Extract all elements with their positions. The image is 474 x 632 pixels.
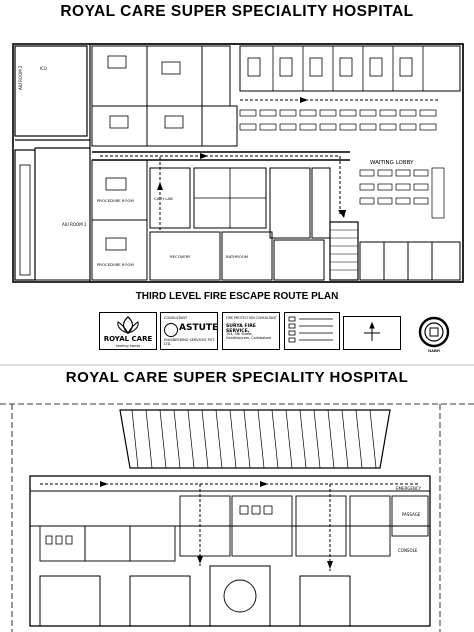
room-r-1 [349, 495, 391, 557]
ward-beds [105, 55, 413, 251]
ramp-inner [19, 164, 31, 276]
escape-arrows-2 [100, 481, 333, 569]
label-console: CONSOLE [398, 548, 418, 553]
roof-hatching [131, 409, 377, 469]
room-l-2 [84, 525, 131, 562]
sheet1-title: ROYAL CARE SUPER SPECIALITY HOSPITAL [60, 3, 414, 20]
room-r-2 [391, 495, 429, 537]
label-emergency: EMERGENCY [396, 486, 422, 491]
stair-core [209, 565, 271, 627]
arrow-s2-2 [260, 481, 268, 487]
nabh-seal-icon [418, 316, 450, 348]
legend-symbols-icon [288, 316, 333, 343]
nabh-label: NABH [428, 348, 440, 353]
hatched-roof-band [119, 409, 391, 469]
label-aiu-room-1: AIU ROOM 1 [62, 222, 87, 227]
royal-care-tagline: healing hands [115, 344, 141, 348]
sheet2-title: ROYAL CARE SUPER SPECIALITY HOSPITAL [65, 369, 409, 386]
north-arrow-box [343, 316, 401, 350]
toilet-fixtures [45, 505, 273, 545]
label-waiting-lobby: WAITING LOBBY [370, 160, 414, 166]
arrow-s2-4 [327, 561, 333, 569]
label-icu: ICU [40, 66, 47, 71]
label-bathroom: BATHROOM [226, 254, 248, 259]
fire-plan-sheet-second: ROYAL CARE SUPER SPECIALITY HOSPITAL [0, 366, 474, 632]
escape-arrows [157, 97, 346, 218]
aiu-room-1 [34, 147, 91, 281]
room-mid-2 [146, 105, 203, 147]
north-arrow-icon [364, 321, 380, 341]
room-top-2 [146, 45, 203, 107]
room-mid-3 [201, 105, 238, 147]
room-l-3 [129, 525, 176, 562]
room-c-2 [231, 495, 293, 557]
procedure-room-2 [91, 219, 148, 281]
icu-block [14, 45, 88, 137]
surya-name: SURYA FIRE SERVICE, [226, 324, 256, 334]
room-br-1 [359, 241, 385, 281]
plan-caption: THIRD LEVEL FIRE ESCAPE ROUTE PLAN [135, 291, 339, 302]
tower-r [299, 575, 351, 627]
bathroom-block [221, 231, 273, 281]
surya-address: 104, 5th Street, Gandhipuram, Coimbatore [226, 332, 272, 340]
astute-name: ASTUTE [179, 323, 218, 333]
shaft [311, 167, 331, 239]
label-cath-lab: CATH LAB [154, 196, 173, 201]
arrow-1 [338, 210, 346, 218]
room-mid-1 [91, 105, 148, 147]
room-br-2 [383, 241, 409, 281]
royal-care-logo-text: ROYAL CARE [103, 335, 153, 343]
room-br-3 [407, 241, 433, 281]
staircase [329, 221, 359, 281]
recovery-room [149, 231, 221, 281]
room-c-1 [179, 495, 231, 557]
label-passage: PASSAGE [402, 512, 421, 517]
escape-route-lines [100, 99, 440, 230]
arrow-3 [300, 97, 308, 103]
ramp-corridor [14, 149, 36, 281]
astute-heading: CONSULTANT [164, 316, 188, 320]
label-procedure-room-b: PROCEDURE ROOM [97, 262, 134, 267]
arrow-4 [157, 182, 163, 190]
royal-care-logo-box: ROYAL CARE healing hands [99, 312, 157, 350]
room-l-1 [39, 525, 86, 562]
third-level-floor-plan: ICU AIU ROOM 2 AIU ROOM 1 WAITING LOBBY … [12, 43, 464, 283]
tower-m [129, 575, 191, 627]
fire-plan-sheet-third-level: ROYAL CARE SUPER SPECIALITY HOSPITAL [12, 3, 464, 354]
label-recovery: RECOVERY [170, 254, 191, 259]
nabh-seal: NABH [414, 314, 454, 354]
label-procedure-room: PROCEDURE ROOM [97, 198, 134, 203]
sheet-divider [0, 364, 474, 366]
service-room [269, 167, 311, 239]
cath-lab [149, 167, 191, 229]
toilet-block [273, 239, 325, 281]
tower-l [39, 575, 101, 627]
arrow-s2-3 [197, 556, 203, 564]
symbol-legend-box [284, 312, 340, 350]
room-top-3 [201, 45, 231, 107]
astute-logo-icon [164, 323, 178, 337]
ward-row [239, 45, 461, 92]
label-aiu-room-2: AIU ROOM 2 [18, 65, 23, 90]
room-br-4 [431, 241, 461, 281]
surya-fire-box: FIRE PROTECTION CONSULTANT SURYA FIRE SE… [222, 312, 280, 350]
lobby-seating [239, 109, 445, 219]
surya-heading: FIRE PROTECTION CONSULTANT [226, 316, 277, 320]
arrow-2 [200, 153, 208, 159]
astute-consultant-box: CONSULTANT ASTUTE ENGINEERING SERVICES P… [160, 312, 218, 350]
lotus-logo-icon [117, 316, 139, 334]
room-c-3 [295, 495, 347, 557]
astute-sub: ENGINEERING SERVICES PVT. LTD. [164, 338, 215, 346]
room-top-1 [91, 45, 148, 107]
arrow-s2-1 [100, 481, 108, 487]
second-floor-plan: EMERGENCY CONSOLE PASSAGE [0, 403, 474, 632]
escape-route-lines-2 [40, 483, 420, 571]
